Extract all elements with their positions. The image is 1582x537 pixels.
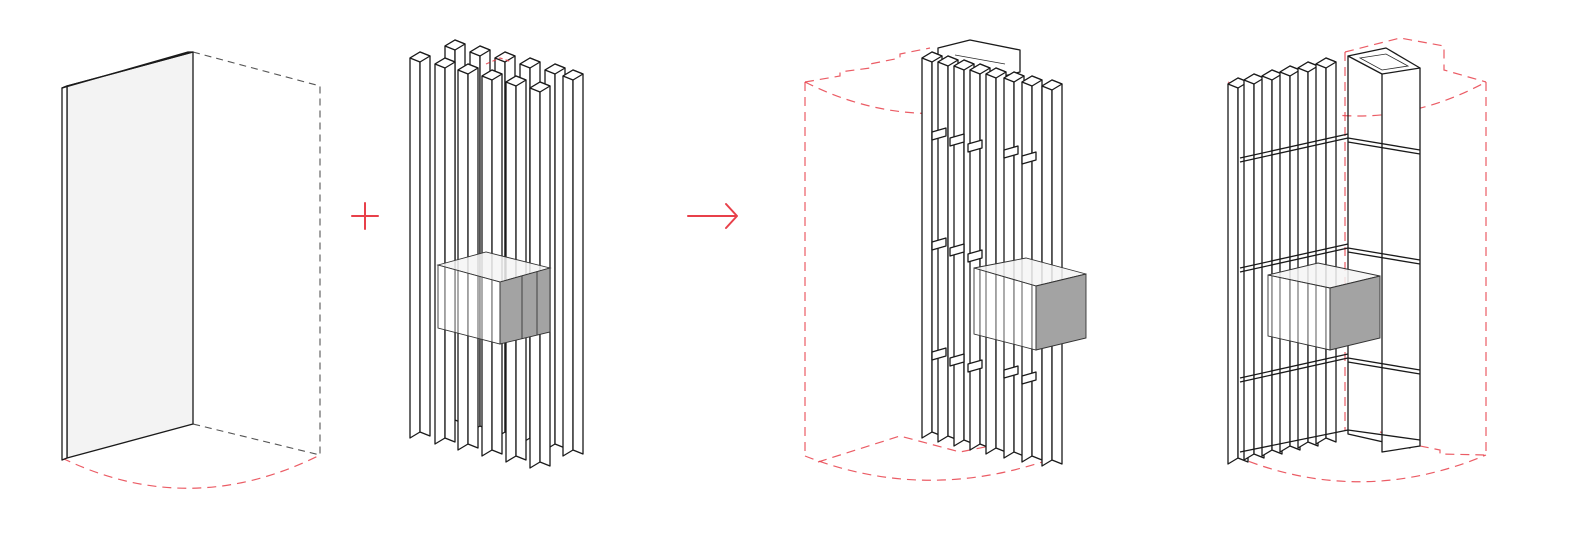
cylinder-bottom-4	[1234, 454, 1487, 483]
volume-box-4	[1267, 262, 1381, 351]
ledgers-4	[1239, 133, 1421, 453]
result-front	[804, 39, 1087, 481]
wall-panel	[61, 51, 321, 489]
corner-post	[1381, 59, 1421, 453]
rotation-arc-1	[61, 454, 321, 489]
cylinder-bottom-steps-3	[817, 435, 1001, 463]
fin-array	[409, 39, 584, 469]
wall-slab-face	[66, 51, 194, 459]
wall-slab-top	[61, 51, 194, 89]
result-rear	[1227, 37, 1487, 483]
volume-box-2	[436, 251, 552, 345]
plus-icon	[351, 202, 379, 230]
ghost-outline-1	[192, 51, 321, 456]
cylinder-top-steps-3	[804, 47, 931, 83]
cylinder-top-steps-4	[1344, 37, 1487, 83]
corner-top	[1347, 47, 1421, 75]
cylinder-bottom-steps-4	[1379, 431, 1487, 456]
volume-box-3	[973, 257, 1087, 351]
arrow-right-icon	[687, 203, 738, 229]
wall-slab-edge	[61, 85, 68, 461]
top-mark-2	[485, 57, 513, 65]
cylinder-bottom-3	[804, 454, 1063, 481]
